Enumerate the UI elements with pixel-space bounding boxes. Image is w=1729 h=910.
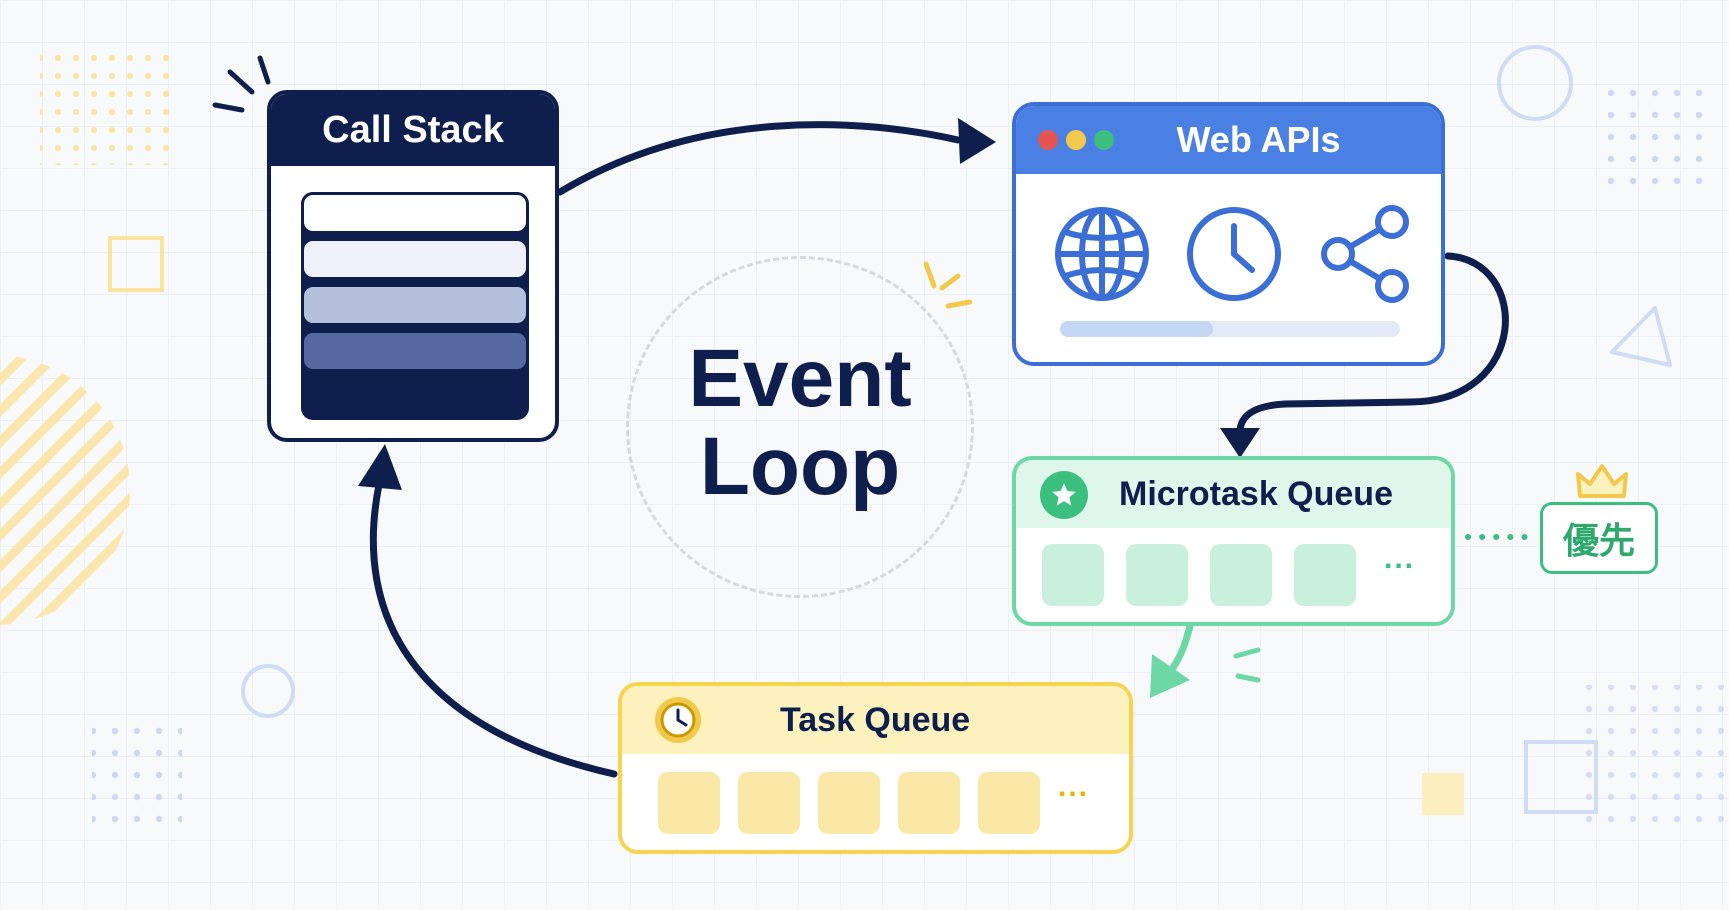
arrow-webapis-to-microtask bbox=[1236, 252, 1509, 436]
window-minimize-dot bbox=[1066, 130, 1086, 150]
microtask-slot bbox=[1042, 544, 1104, 606]
callstack-sparkle bbox=[212, 55, 271, 113]
blue-dot-grid-right bbox=[1585, 685, 1725, 825]
task-more: ... bbox=[1058, 770, 1090, 803]
arrowhead-taskqueue bbox=[1150, 654, 1190, 698]
task-queue-panel: Task Queue ... bbox=[618, 682, 1133, 854]
microtask-slot bbox=[1126, 544, 1188, 606]
microtask-sparkle bbox=[1233, 647, 1261, 683]
call-stack-frames bbox=[301, 192, 529, 420]
task-queue-header: Task Queue bbox=[622, 686, 1129, 754]
window-close-dot bbox=[1038, 130, 1058, 150]
star-icon bbox=[1040, 471, 1088, 519]
call-stack-title: Call Stack bbox=[271, 94, 555, 166]
blue-square-outline bbox=[1524, 740, 1598, 814]
task-slot bbox=[898, 772, 960, 834]
arrow-taskqueue-to-callstack bbox=[369, 476, 618, 778]
crown-icon bbox=[1576, 464, 1628, 498]
task-slot bbox=[818, 772, 880, 834]
web-apis-title: Web APIs bbox=[1176, 119, 1341, 160]
web-apis-progress bbox=[1060, 321, 1400, 337]
stack-frame bbox=[301, 238, 529, 280]
globe-icon bbox=[1055, 207, 1149, 301]
event-loop-title: Event Loop bbox=[640, 335, 960, 511]
stack-frame bbox=[301, 284, 529, 326]
window-maximize-dot bbox=[1094, 130, 1114, 150]
arrow-callstack-to-webapis bbox=[556, 121, 962, 196]
task-slot bbox=[978, 772, 1040, 834]
arrowhead-callstack bbox=[358, 444, 402, 490]
stack-frame bbox=[301, 192, 529, 234]
share-icon bbox=[1321, 205, 1409, 303]
arrowhead-webapis bbox=[958, 118, 996, 164]
yellow-dot-grid bbox=[40, 45, 170, 165]
blue-circle-outline-left bbox=[241, 664, 295, 718]
microtask-queue-panel: Microtask Queue ... bbox=[1012, 456, 1455, 626]
microtask-queue-header: Microtask Queue bbox=[1016, 460, 1451, 528]
stack-frame bbox=[301, 330, 529, 372]
blue-dot-grid-bottom bbox=[92, 722, 182, 827]
microtask-slot bbox=[1210, 544, 1272, 606]
event-loop-ring bbox=[626, 256, 974, 598]
eventloop-sparkle bbox=[923, 261, 973, 309]
task-slot bbox=[738, 772, 800, 834]
web-apis-titlebar: Web APIs bbox=[1016, 106, 1441, 174]
microtask-slot bbox=[1294, 544, 1356, 606]
priority-badge: 優先 bbox=[1540, 502, 1658, 574]
stack-frame bbox=[301, 376, 529, 418]
clock-icon bbox=[1187, 207, 1281, 301]
task-queue-title: Task Queue bbox=[780, 700, 971, 739]
web-apis-window: Web APIs bbox=[1012, 102, 1445, 366]
yellow-square-filled bbox=[1422, 773, 1464, 815]
task-slot bbox=[658, 772, 720, 834]
web-apis-progress-fill bbox=[1060, 321, 1213, 337]
blue-dot-grid-top bbox=[1608, 85, 1718, 190]
blue-circle-outline-top bbox=[1497, 45, 1573, 121]
blue-triangle-outline bbox=[1610, 306, 1672, 367]
call-stack-panel: Call Stack bbox=[267, 90, 559, 442]
arrowhead-microtask bbox=[1220, 428, 1260, 458]
microtask-queue-title: Microtask Queue bbox=[1119, 474, 1393, 513]
microtask-more: ... bbox=[1384, 542, 1416, 575]
clock-icon bbox=[655, 697, 701, 743]
event-loop-title-line2: Loop bbox=[699, 421, 901, 512]
event-loop-title-line1: Event bbox=[688, 333, 912, 424]
yellow-square-outline bbox=[108, 236, 164, 292]
